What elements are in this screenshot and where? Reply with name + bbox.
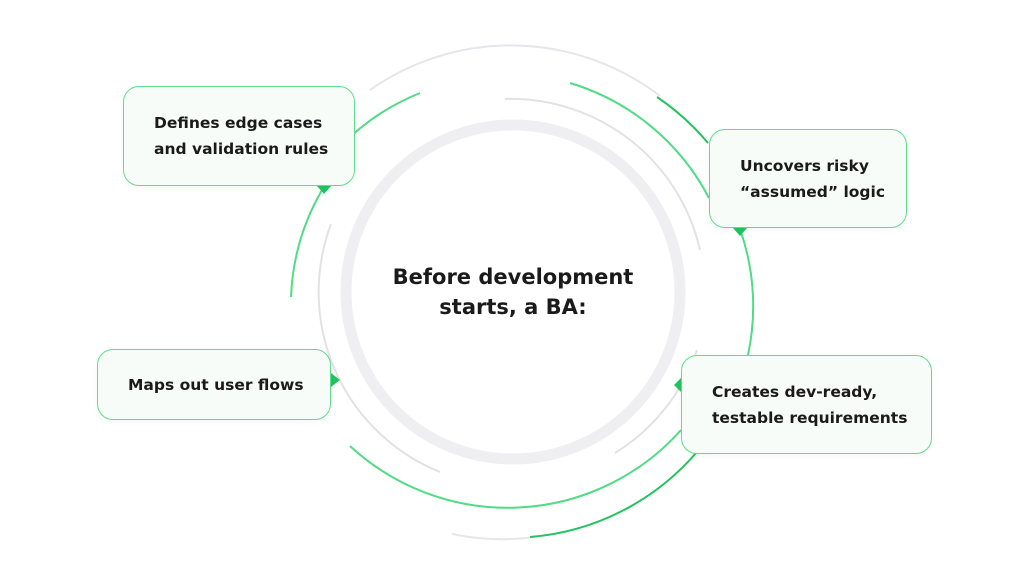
item-card-user-flows: Maps out user flows — [97, 349, 331, 420]
item-text: Defines edge cases — [154, 114, 323, 132]
item-card-requirements: Creates dev-ready, testable requirements — [681, 355, 932, 454]
item-text: testable requirements — [712, 408, 908, 427]
inner-ring — [340, 119, 686, 465]
gray-arc-inner-left — [317, 223, 441, 473]
pointer-1-icon — [317, 186, 331, 194]
center-title: Before development starts, a BA: — [363, 262, 663, 322]
item-text: “assumed” logic — [740, 182, 886, 201]
center-title-line1: Before development — [392, 265, 634, 289]
center-title-line2: starts, a BA: — [439, 295, 587, 319]
item-text: Maps out user flows — [128, 375, 304, 394]
gray-arc-outer-top — [369, 44, 661, 97]
item-text-group: Creates dev-ready, testable requirements — [712, 379, 907, 431]
green-arc-topleft — [349, 92, 421, 138]
item-text: Uncovers risky — [740, 156, 869, 175]
green-arc-topright — [569, 82, 710, 199]
item-text-group: Defines edge cases and validation rules — [154, 110, 328, 162]
item-text-group: Uncovers risky “assumed” logic — [740, 153, 885, 205]
item-card-edge-cases: Defines edge cases and validation rules — [123, 86, 355, 186]
item-text: Creates dev-ready, — [712, 382, 878, 401]
green-arc-left — [290, 189, 323, 298]
item-card-risky-logic: Uncovers risky “assumed” logic — [709, 129, 907, 228]
gray-arc-outer-bottom — [451, 533, 536, 541]
green-arc-outer-bottomright — [529, 452, 697, 538]
pointer-3-icon — [331, 373, 340, 387]
green-arc-right — [740, 231, 755, 356]
gray-arc-inner-top — [504, 97, 701, 251]
item-text: and validation rules — [154, 140, 329, 158]
pointer-4-icon — [674, 378, 681, 392]
green-arc-bottom — [349, 429, 682, 509]
green-arc-outer-topright — [656, 96, 709, 144]
pointer-2-icon — [733, 228, 747, 236]
